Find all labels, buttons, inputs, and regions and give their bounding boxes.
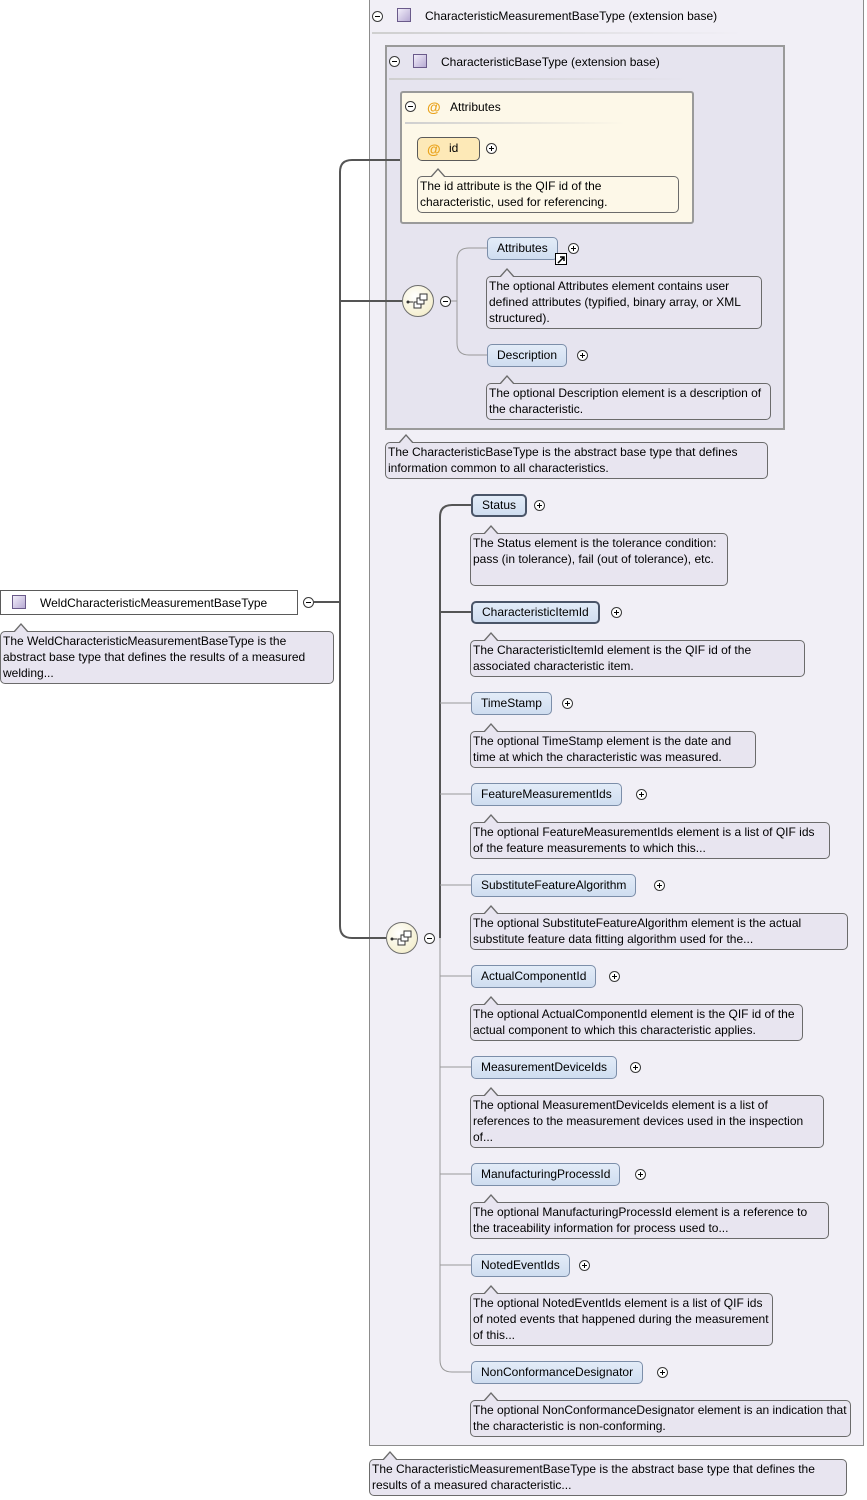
root-type-box[interactable] (0, 590, 298, 615)
attribute-id-label: id (449, 141, 459, 155)
element-status[interactable]: Status (471, 494, 528, 517)
ext1-doc: The CharacteristicMeasurementBaseType is… (369, 1451, 847, 1496)
collapse-sequence-icon[interactable] (424, 933, 435, 944)
complex-type-icon (413, 54, 427, 68)
attribute-id[interactable] (417, 137, 480, 161)
element-attributes[interactable]: Attributes (487, 237, 558, 260)
element-substitute-feature-algorithm[interactable]: SubstituteFeatureAlgorithm (471, 874, 637, 897)
expand-measurement-device-ids-icon[interactable] (630, 1062, 641, 1073)
collapse-attributes-icon[interactable] (405, 101, 416, 112)
noted-event-ids-doc: The optional NotedEventIds element is a … (470, 1285, 773, 1346)
attributes-group-title: Attributes (450, 100, 501, 114)
attribute-at-icon: @ (427, 141, 441, 157)
ext1-title: CharacteristicMeasurementBaseType (exten… (425, 9, 718, 23)
collapse-ext1-icon[interactable] (372, 11, 383, 22)
ext2-doc: The CharacteristicBaseType is the abstra… (385, 434, 768, 479)
expand-feature-measurement-ids-icon[interactable] (636, 789, 647, 800)
ext2-title: CharacteristicBaseType (extension base) (441, 55, 660, 69)
expand-actual-component-id-icon[interactable] (609, 971, 620, 982)
complex-type-icon (12, 595, 26, 609)
expand-manufacturing-process-id-icon[interactable] (635, 1169, 646, 1180)
substitute-feature-algorithm-doc: The optional SubstituteFeatureAlgorithm … (470, 905, 848, 950)
expand-status-icon[interactable] (534, 500, 545, 511)
expand-substitute-feature-algorithm-icon[interactable] (654, 880, 665, 891)
ext1-header-rule (372, 32, 742, 34)
collapse-root-icon[interactable] (303, 597, 314, 608)
expand-noted-event-ids-icon[interactable] (579, 1260, 590, 1271)
collapse-sequence-icon[interactable] (440, 296, 451, 307)
attributes-header-rule (405, 122, 625, 124)
element-non-conformance-designator[interactable]: NonConformanceDesignator (471, 1361, 644, 1384)
element-timestamp[interactable]: TimeStamp (471, 692, 552, 715)
element-feature-measurement-ids[interactable]: FeatureMeasurementIds (471, 783, 622, 806)
attribute-at-icon: @ (427, 99, 441, 115)
ext2-header-rule (389, 78, 689, 80)
sequence-compositor-icon[interactable] (386, 922, 418, 954)
element-manufacturing-process-id[interactable]: ManufacturingProcessId (471, 1163, 621, 1186)
expand-id-icon[interactable] (486, 143, 497, 154)
expand-non-conformance-designator-icon[interactable] (657, 1367, 668, 1378)
element-actual-component-id[interactable]: ActualComponentId (471, 965, 597, 988)
expand-description-icon[interactable] (577, 350, 588, 361)
sequence-compositor-icon[interactable] (402, 285, 434, 317)
description-doc: The optional Description element is a de… (486, 375, 771, 420)
element-noted-event-ids[interactable]: NotedEventIds (471, 1254, 570, 1277)
collapse-ext2-icon[interactable] (389, 56, 400, 67)
expand-characteristic-item-id-icon[interactable] (611, 607, 622, 618)
manufacturing-process-id-doc: The optional ManufacturingProcessId elem… (470, 1194, 829, 1239)
element-measurement-device-ids[interactable]: MeasurementDeviceIds (471, 1056, 618, 1079)
reference-arrow-icon (555, 253, 567, 265)
attribute-id-doc: The id attribute is the QIF id of the ch… (417, 168, 679, 213)
actual-component-id-doc: The optional ActualComponentId element i… (470, 996, 803, 1041)
root-doc: The WeldCharacteristicMeasurementBaseTyp… (0, 623, 334, 684)
measurement-device-ids-doc: The optional MeasurementDeviceIds elemen… (470, 1087, 824, 1148)
status-doc: The Status element is the tolerance cond… (470, 525, 728, 586)
attributes-doc: The optional Attributes element contains… (486, 268, 762, 329)
non-conformance-designator-doc: The optional NonConformanceDesignator el… (470, 1392, 851, 1437)
root-type-name: WeldCharacteristicMeasurementBaseType (40, 596, 268, 610)
timestamp-doc: The optional TimeStamp element is the da… (470, 723, 756, 768)
expand-timestamp-icon[interactable] (562, 698, 573, 709)
expand-attributes-icon[interactable] (568, 243, 579, 254)
element-description[interactable]: Description (487, 344, 568, 367)
element-characteristic-item-id[interactable]: CharacteristicItemId (471, 601, 600, 624)
feature-measurement-ids-doc: The optional FeatureMeasurementIds eleme… (470, 814, 830, 859)
complex-type-icon (397, 8, 411, 22)
characteristic-item-id-doc: The CharacteristicItemId element is the … (470, 632, 805, 677)
